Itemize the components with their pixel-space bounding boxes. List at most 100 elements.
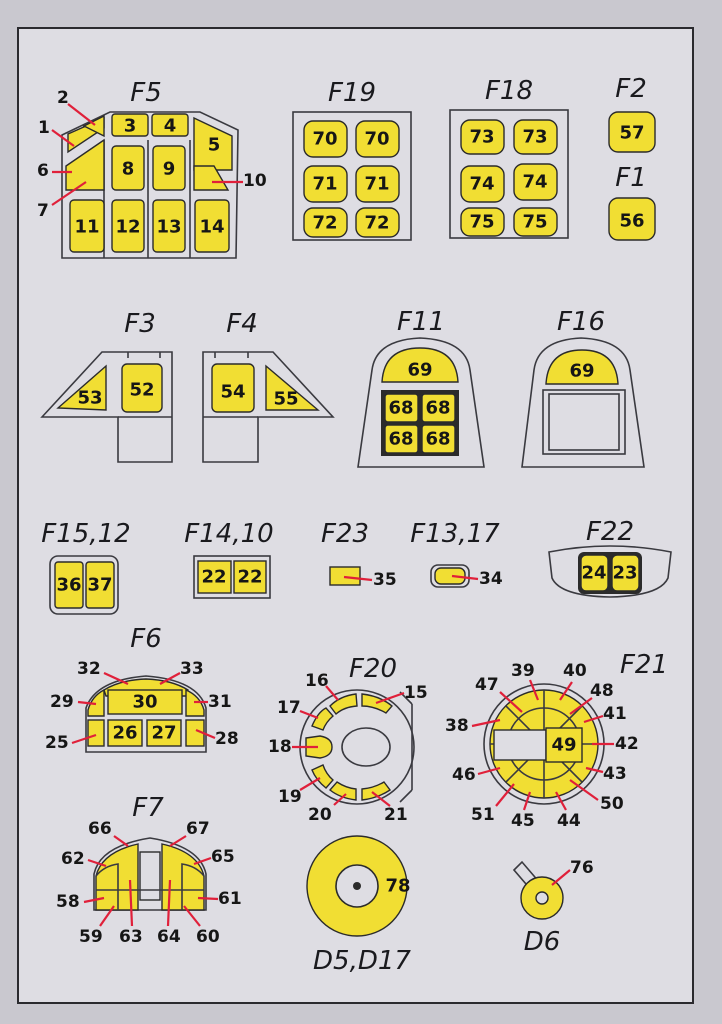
mask-71-a-label: 71 (312, 174, 337, 195)
mask-73-a (460, 119, 505, 155)
mask-6 (65, 138, 105, 191)
mask-68-d (421, 424, 456, 454)
mask-18 (305, 735, 333, 759)
mask-23 (611, 554, 640, 592)
callout-17: 17 (277, 698, 301, 718)
title-f21: F21 (620, 650, 668, 680)
mask-34 (434, 567, 466, 585)
mask-75-a (460, 207, 505, 237)
mask-73-b (513, 119, 558, 155)
mask-52 (121, 363, 163, 413)
mask-70-a-label: 70 (312, 129, 337, 150)
callout-60: 60 (196, 927, 220, 947)
f5-canopy-outline (61, 111, 239, 259)
title-f4: F4 (226, 309, 258, 339)
f20-inner-opening (341, 727, 391, 767)
mask-3 (111, 113, 149, 137)
f18-outline (449, 109, 569, 239)
callout-35: 35 (373, 570, 397, 590)
callout-18: 18 (268, 737, 292, 757)
group-f7: F7 66 67 62 65 58 61 59 63 64 60 (56, 793, 242, 947)
f15-12-outline (49, 555, 119, 615)
title-f2: F2 (615, 74, 647, 104)
title-f7: F7 (132, 793, 164, 823)
title-f22: F22 (586, 517, 634, 547)
mask-21 (361, 781, 392, 801)
mask-14-label: 14 (199, 217, 224, 238)
mask-3-label: 3 (124, 116, 137, 137)
mask-20 (328, 781, 357, 801)
mask-74-b (513, 163, 558, 201)
callout-48: 48 (590, 681, 614, 701)
group-f4: F4 54 55 (202, 309, 335, 463)
callout-62: 62 (61, 849, 85, 869)
mask-23-label: 23 (612, 563, 637, 584)
f21-bracket-cutout (493, 729, 547, 761)
title-f14-10: F14,10 (184, 519, 273, 549)
mask-26 (107, 719, 143, 747)
callout-42: 42 (615, 734, 639, 754)
mask-22-b (233, 560, 267, 594)
mask-12-label: 12 (115, 217, 140, 238)
mask-73-a-label: 73 (469, 127, 494, 148)
callout-44: 44 (557, 811, 581, 831)
callout-39: 39 (511, 661, 535, 681)
mask-69-f11 (381, 347, 459, 383)
callout-34: 34 (479, 569, 503, 589)
mask-70-a (303, 120, 348, 158)
mask-68-d-label: 68 (425, 429, 450, 450)
mask-57 (608, 111, 656, 153)
mask-74-a (460, 165, 505, 203)
callout-19: 19 (278, 787, 302, 807)
callout-50: 50 (600, 794, 624, 814)
mask-69-f16 (545, 349, 619, 385)
callout-51: 51 (471, 805, 495, 825)
mask-49-label: 49 (551, 735, 576, 756)
mask-24-label: 24 (581, 563, 606, 584)
mask-4-label: 4 (164, 116, 177, 137)
mask-71-b-label: 71 (364, 174, 389, 195)
mask-68-c-label: 68 (388, 429, 413, 450)
mask-10 (193, 165, 230, 191)
mask-69-f16-label: 69 (569, 361, 594, 382)
callout-64: 64 (157, 927, 181, 947)
callout-41: 41 (603, 704, 627, 724)
group-f19: F19 70 70 71 71 72 72 (292, 78, 412, 241)
callout-43: 43 (603, 764, 627, 784)
mask-75-a-label: 75 (469, 212, 494, 233)
mask-68-a-label: 68 (388, 398, 413, 419)
mask-5-label: 5 (208, 135, 221, 156)
mask-22-a-label: 22 (201, 567, 226, 588)
callout-31: 31 (208, 692, 232, 712)
group-f16: F16 69 (521, 307, 645, 468)
mask-13-label: 13 (156, 217, 181, 238)
f7-outline (93, 837, 207, 911)
mask-9 (152, 145, 186, 191)
mask-70-b (355, 120, 400, 158)
mask-57-label: 57 (619, 123, 644, 144)
callout-40: 40 (563, 661, 587, 681)
mask-22-b-label: 22 (237, 567, 262, 588)
mask-68-b (421, 393, 456, 423)
group-d5-d17: 78 D5,D17 (306, 835, 411, 976)
mask-24 (580, 554, 609, 592)
title-f20: F20 (349, 654, 397, 684)
title-f6: F6 (130, 624, 162, 654)
f16-outline (521, 337, 645, 468)
callout-6: 6 (37, 161, 49, 181)
group-f21: F21 49 47 39 40 48 38 41 42 46 43 51 45 … (445, 650, 668, 831)
mask-78-label: 78 (385, 876, 410, 897)
title-f3: F3 (124, 309, 156, 339)
group-f13-17: F13,17 34 (410, 519, 503, 589)
callout-1: 1 (38, 118, 50, 138)
group-f20: F20 16 15 17 18 19 20 21 (268, 654, 428, 825)
callout-38: 38 (445, 716, 469, 736)
mask-69-f11-label: 69 (407, 360, 432, 381)
f22-outline (548, 545, 672, 598)
mask-27-label: 27 (151, 723, 176, 744)
mask-71-a (303, 165, 348, 203)
group-f6: F6 30 26 27 32 33 29 31 25 28 (45, 624, 239, 753)
title-d6: D6 (524, 927, 561, 957)
mask-74-a-label: 74 (469, 174, 494, 195)
